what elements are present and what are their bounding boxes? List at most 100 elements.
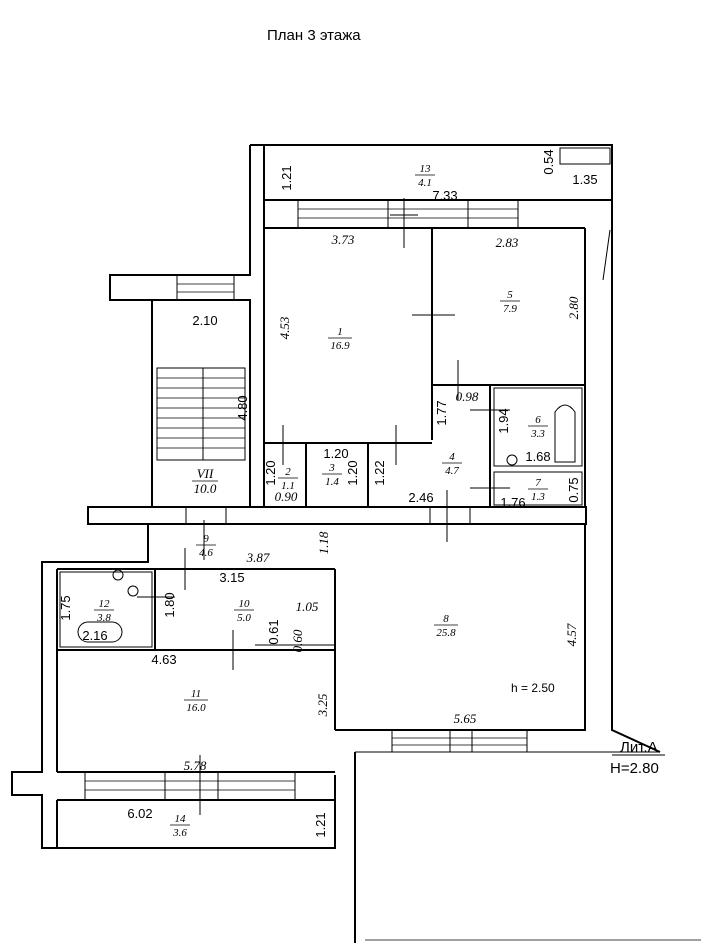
room-11: 11 16.0 — [184, 688, 208, 714]
litera-block: Лит.А H=2.80 — [610, 739, 665, 777]
dim: 1.18 — [316, 531, 331, 554]
dim: 4.57 — [564, 623, 579, 646]
room-7: 71.3 — [528, 477, 548, 503]
svg-text:10.0: 10.0 — [194, 481, 217, 496]
svg-text:3.8: 3.8 — [96, 612, 111, 624]
dim: 1.80 — [162, 592, 177, 617]
dim: 3.87 — [246, 550, 270, 565]
window-room-8 — [391, 729, 528, 753]
svg-text:13: 13 — [420, 163, 432, 175]
dim: 1.20 — [323, 446, 348, 461]
dim: 0.54 — [541, 149, 556, 174]
dim: 6.02 — [127, 806, 152, 821]
svg-text:5.0: 5.0 — [237, 612, 251, 624]
room-4: 44.7 — [442, 451, 462, 477]
svg-text:1: 1 — [337, 326, 343, 338]
svg-text:5: 5 — [507, 289, 513, 301]
dim: 3.15 — [219, 570, 244, 585]
room-6: 63.3 — [528, 414, 548, 440]
building-height: H=2.80 — [610, 760, 659, 777]
dim: 1.77 — [434, 400, 449, 425]
dim: 1.20 — [263, 460, 278, 485]
toilet-room-6 — [506, 454, 518, 466]
dim: 5.78 — [184, 758, 207, 773]
dim: 1.75 — [58, 595, 73, 620]
plan-title: План 3 этажа — [267, 27, 361, 44]
dim: 2.46 — [408, 490, 433, 505]
dim: 4.53 — [277, 316, 292, 339]
room-3: 31.4 — [322, 462, 342, 488]
dim: 1.22 — [372, 460, 387, 485]
dim: 2.80 — [566, 296, 581, 319]
bathtub-room-12 — [77, 621, 123, 643]
svg-text:10: 10 — [239, 598, 251, 610]
window-balcony-13 — [297, 199, 519, 229]
svg-text:2: 2 — [285, 466, 291, 478]
dim: 1.21 — [313, 812, 328, 837]
room-10: 105.0 — [234, 598, 254, 624]
svg-text:7.9: 7.9 — [503, 303, 517, 315]
svg-text:25.8: 25.8 — [436, 627, 456, 639]
dim: 4.63 — [151, 652, 176, 667]
svg-text:7: 7 — [535, 477, 541, 489]
dim: 2.16 — [82, 628, 107, 643]
room-height-note: h = 2.50 — [511, 681, 555, 695]
room-5: 57.9 — [500, 289, 520, 315]
dim: 0.75 — [566, 477, 581, 502]
svg-text:11: 11 — [191, 688, 201, 700]
dim: 0.60 — [290, 629, 305, 652]
dim: 5.65 — [454, 711, 477, 726]
dim: 0.61 — [266, 619, 281, 644]
outer-walls — [11, 144, 701, 943]
svg-text:4.1: 4.1 — [418, 177, 432, 189]
room-1: 116.9 — [328, 326, 352, 352]
svg-text:1.1: 1.1 — [281, 480, 295, 492]
dim: 1.20 — [345, 460, 360, 485]
dim: 1.05 — [296, 599, 319, 614]
svg-text:VII: VII — [197, 466, 214, 481]
dim: 2.10 — [192, 313, 217, 328]
svg-text:16.0: 16.0 — [186, 702, 206, 714]
windows — [84, 199, 528, 801]
svg-text:6: 6 — [535, 414, 541, 426]
room-12: 123.8 — [94, 598, 114, 624]
dim: 0.98 — [456, 389, 479, 404]
litera-label: Лит.А — [620, 739, 658, 756]
svg-text:14: 14 — [175, 813, 187, 825]
room-13: 134.1 — [415, 163, 435, 189]
window-corridor — [185, 506, 471, 525]
staircase — [156, 367, 246, 461]
dim: 7.33 — [432, 188, 457, 203]
dim: 2.83 — [496, 235, 519, 250]
dim: 1.68 — [525, 449, 550, 464]
window-room-11 — [84, 771, 296, 801]
dimensions: 1.21 0.54 1.35 7.33 3.73 2.83 2.80 2.10 … — [58, 149, 598, 837]
dim: 0.90 — [275, 489, 298, 504]
room-14: 143.6 — [170, 813, 190, 839]
dim: 1.21 — [279, 165, 294, 190]
svg-text:12: 12 — [99, 598, 111, 610]
window-stair — [176, 274, 235, 301]
svg-text:3.3: 3.3 — [530, 428, 545, 440]
svg-text:8: 8 — [443, 613, 449, 625]
svg-text:1.3: 1.3 — [531, 491, 545, 503]
svg-text:4: 4 — [449, 451, 455, 463]
toilet-room-12 — [127, 585, 139, 597]
svg-text:16.9: 16.9 — [330, 340, 350, 352]
sink-room-12 — [112, 569, 124, 581]
dim: 3.73 — [331, 232, 355, 247]
svg-text:3: 3 — [328, 462, 335, 474]
svg-text:3.6: 3.6 — [172, 827, 187, 839]
dim: 1.94 — [496, 408, 511, 433]
dim: 1.76 — [500, 495, 525, 510]
room-9: 94.6 — [196, 533, 216, 559]
room-8: 825.8 — [434, 613, 458, 639]
door-markers — [137, 198, 510, 815]
svg-text:4.7: 4.7 — [445, 465, 459, 477]
svg-text:1.4: 1.4 — [325, 476, 339, 488]
fixtures — [77, 404, 576, 643]
room-2: 21.1 — [278, 466, 298, 492]
